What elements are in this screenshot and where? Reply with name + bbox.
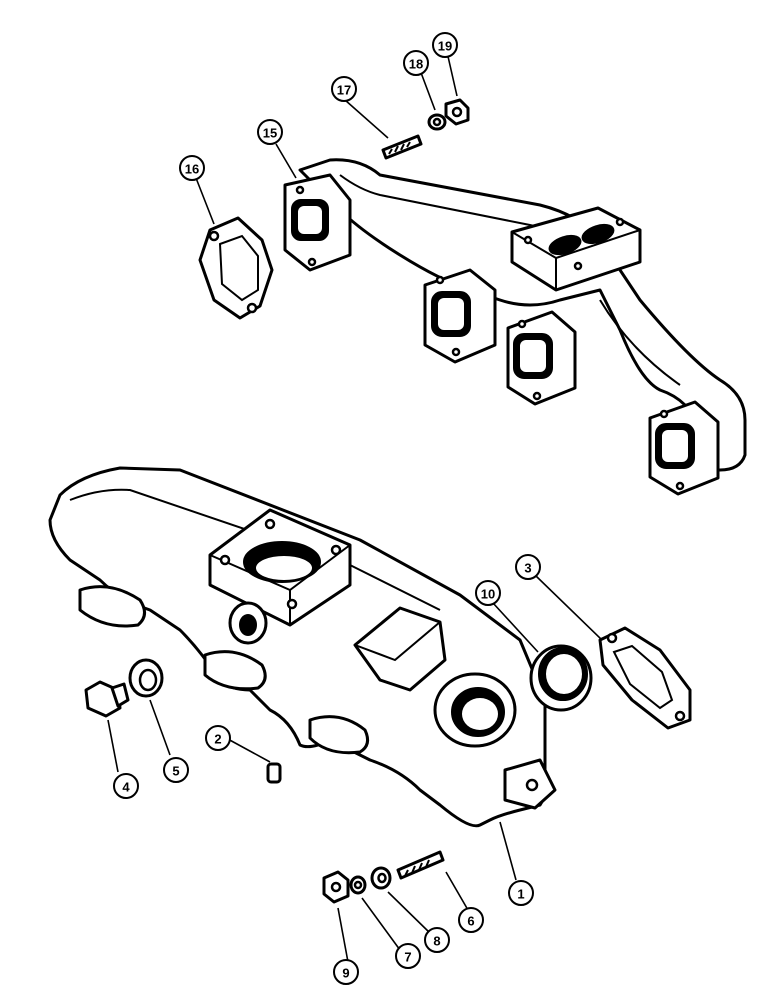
callout-circle: [205, 725, 231, 751]
callout-label: 4: [122, 780, 130, 795]
callout-7: 7: [395, 943, 421, 969]
callout-circle: [458, 907, 484, 933]
callout-circle: [113, 773, 139, 799]
sealing-ring: [529, 644, 593, 712]
callout-label: 5: [172, 764, 179, 779]
callout-1: 1: [508, 880, 534, 906]
upper-nut: [444, 98, 470, 126]
callout-label: 15: [263, 126, 277, 141]
callout-10: 10: [475, 580, 501, 606]
lower-nut: [322, 870, 350, 904]
callout-circle: [475, 580, 501, 606]
leader-lines: [107, 51, 603, 963]
callout-label: 1: [517, 887, 524, 902]
lower-flat-washer: [370, 866, 392, 890]
lower-exhaust-manifold: [48, 466, 557, 828]
callout-3: 3: [515, 554, 541, 580]
callout-label: 8: [433, 934, 440, 949]
callout-label: 2: [214, 732, 221, 747]
callout-circle: [179, 155, 205, 181]
callout-4: 4: [113, 773, 139, 799]
callouts: 1 2 3 4 5 6 7 8 9 10 15 16 17 18 19: [113, 32, 541, 985]
callout-17: 17: [331, 76, 357, 102]
upper-exhaust-manifold: [283, 158, 747, 496]
callout-8: 8: [424, 927, 450, 953]
lower-stud: [396, 850, 445, 880]
callout-label: 9: [342, 966, 349, 981]
callout-16: 16: [179, 155, 205, 181]
callout-circle: [331, 76, 357, 102]
callout-label: 19: [438, 39, 452, 54]
callout-circle: [333, 959, 359, 985]
lower-gasket: [598, 626, 692, 730]
callout-circle: [403, 50, 429, 76]
callout-circle: [432, 32, 458, 58]
callout-label: 16: [185, 162, 199, 177]
upper-gasket: [198, 216, 274, 320]
set-screw: [266, 762, 282, 784]
callout-circle: [395, 943, 421, 969]
callout-19: 19: [432, 32, 458, 58]
callout-6: 6: [458, 907, 484, 933]
callout-label: 6: [467, 914, 474, 929]
pipe-plug: [84, 680, 130, 718]
callout-circle: [508, 880, 534, 906]
callout-label: 7: [404, 950, 411, 965]
upper-lock-washer: [427, 113, 447, 131]
callout-circle: [163, 757, 189, 783]
callout-label: 3: [524, 561, 531, 576]
callout-2: 2: [205, 725, 231, 751]
lower-lock-washer: [349, 875, 367, 895]
callout-18: 18: [403, 50, 429, 76]
upper-stud: [381, 134, 423, 160]
callout-circle: [424, 927, 450, 953]
plug-washer: [128, 658, 164, 698]
callout-15: 15: [257, 119, 283, 145]
callout-9: 9: [333, 959, 359, 985]
callout-label: 18: [409, 57, 423, 72]
callout-label: 10: [481, 587, 495, 602]
callout-circle: [515, 554, 541, 580]
callout-circle: [257, 119, 283, 145]
callout-5: 5: [163, 757, 189, 783]
callout-label: 17: [337, 83, 351, 98]
